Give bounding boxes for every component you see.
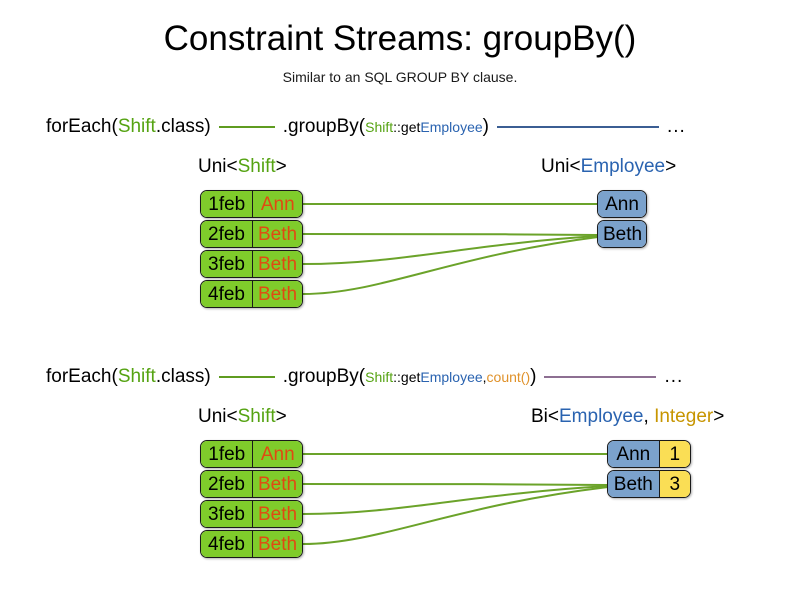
group-by-arg-collector-2: count(): [486, 369, 531, 385]
right-type-label-1: Uni<Employee>: [541, 156, 676, 178]
shift-node[interactable]: 3feb Beth: [200, 500, 303, 528]
shift-date: 3feb: [201, 251, 252, 277]
right-type-suffix-1: >: [665, 156, 677, 177]
for-each-expression-2: forEach(Shift.class): [46, 366, 211, 388]
group-by-arg-comma-2: ,: [482, 369, 487, 385]
for-each-prefix-1: forEach(: [46, 116, 118, 137]
employee-name: Beth: [608, 471, 659, 497]
shift-node[interactable]: 1feb Ann: [200, 440, 303, 468]
right-type-prefix-2: Bi<: [531, 406, 559, 427]
employee-name: Ann: [608, 441, 659, 467]
employee-count-node[interactable]: Ann 1: [607, 440, 691, 468]
for-each-type-1: Shift: [117, 116, 156, 137]
left-type-label-1: Uni<Shift>: [198, 156, 287, 178]
edge2-4feb-beth: [302, 486, 609, 545]
group-by-arg-type-2: Shift: [365, 369, 394, 385]
left-type-suffix-1: >: [275, 156, 287, 177]
page-title: Constraint Streams: groupBy(): [163, 19, 637, 58]
connector-green-2: [218, 376, 275, 378]
employee-node[interactable]: Ann: [597, 190, 647, 218]
edge-4feb-beth: [302, 236, 599, 295]
for-each-prefix-2: forEach(: [46, 366, 118, 387]
connector-green-1: [218, 126, 275, 128]
shift-date: 1feb: [201, 191, 253, 217]
shift-node[interactable]: 2feb Beth: [200, 220, 303, 248]
left-type-generic-2: Shift: [237, 406, 276, 427]
group-by-expression-1: .groupBy(Shift::getEmployee): [283, 116, 489, 138]
pipeline-row-1: forEach(Shift.class) .groupBy(Shift::get…: [0, 113, 800, 141]
edge-3feb-beth: [302, 235, 599, 265]
group-by-prefix-2: .groupBy(: [282, 366, 366, 387]
group-by-arg-sep-2: ::get: [393, 369, 421, 385]
shift-employee: Ann: [252, 191, 302, 217]
edge2-3feb-beth: [302, 485, 609, 515]
shift-employee: Beth: [252, 281, 302, 307]
employee-node[interactable]: Beth: [597, 220, 647, 248]
group-by-arg-type-1: Shift: [365, 119, 394, 135]
edge-2feb-beth: [302, 233, 599, 236]
shift-employee: Beth: [252, 501, 302, 527]
shift-date: 2feb: [201, 471, 252, 497]
pipeline-ellipsis-1: ...: [666, 116, 686, 137]
right-type-sep-2: ,: [643, 406, 655, 427]
group-by-suffix-2: ): [530, 366, 537, 387]
left-type-prefix-2: Uni<: [198, 406, 238, 427]
right-type-generic-1: Employee: [580, 156, 666, 177]
left-type-suffix-2: >: [275, 406, 287, 427]
shift-node[interactable]: 3feb Beth: [200, 250, 303, 278]
shift-employee: Beth: [252, 531, 302, 557]
employee-name: Ann: [598, 191, 646, 217]
right-type-generic1-2: Employee: [559, 406, 644, 427]
pipeline-ellipsis-2: ...: [664, 366, 684, 387]
left-type-generic-1: Shift: [237, 156, 276, 177]
connector-purple-2: [544, 376, 657, 378]
group-by-prefix-1: .groupBy(: [282, 116, 366, 137]
shift-employee: Ann: [252, 441, 302, 467]
shift-date: 2feb: [201, 221, 252, 247]
right-type-prefix-1: Uni<: [541, 156, 581, 177]
employee-count-node[interactable]: Beth 3: [607, 470, 691, 498]
group-by-arg-sep-1: ::get: [393, 119, 421, 135]
right-type-suffix-2: >: [713, 406, 725, 427]
shift-employee: Beth: [252, 471, 302, 497]
shift-employee: Beth: [252, 251, 302, 277]
shift-date: 1feb: [201, 441, 253, 467]
for-each-expression-1: forEach(Shift.class): [46, 116, 211, 138]
for-each-suffix-1: .class): [155, 116, 211, 137]
group-by-suffix-1: ): [482, 116, 489, 137]
right-type-label-2: Bi<Employee, Integer>: [531, 406, 724, 428]
shift-node[interactable]: 2feb Beth: [200, 470, 303, 498]
right-type-generic2-2: Integer: [654, 406, 714, 427]
employee-count: 3: [658, 471, 690, 497]
page-subtitle: Similar to an SQL GROUP BY clause.: [282, 69, 518, 85]
pipeline-row-2: forEach(Shift.class) .groupBy(Shift::get…: [0, 363, 800, 391]
for-each-type-2: Shift: [117, 366, 156, 387]
group-by-expression-2: .groupBy(Shift::getEmployee, count()): [283, 366, 537, 388]
shift-node[interactable]: 4feb Beth: [200, 280, 303, 308]
employee-count: 1: [658, 441, 690, 467]
shift-date: 4feb: [201, 281, 252, 307]
shift-date: 3feb: [201, 501, 252, 527]
group-by-arg-prop-2: Employee: [420, 369, 483, 385]
group-by-arg-prop-1: Employee: [420, 119, 483, 135]
employee-name: Beth: [598, 221, 646, 247]
for-each-suffix-2: .class): [155, 366, 211, 387]
shift-node[interactable]: 4feb Beth: [200, 530, 303, 558]
shift-node[interactable]: 1feb Ann: [200, 190, 303, 218]
left-type-prefix-1: Uni<: [198, 156, 238, 177]
shift-date: 4feb: [201, 531, 252, 557]
left-type-label-2: Uni<Shift>: [198, 406, 287, 428]
edge-group-1: [302, 202, 599, 295]
edge-group-2: [302, 452, 609, 545]
shift-employee: Beth: [252, 221, 302, 247]
edge2-2feb-beth: [302, 483, 609, 486]
connector-blue-1: [496, 126, 659, 128]
